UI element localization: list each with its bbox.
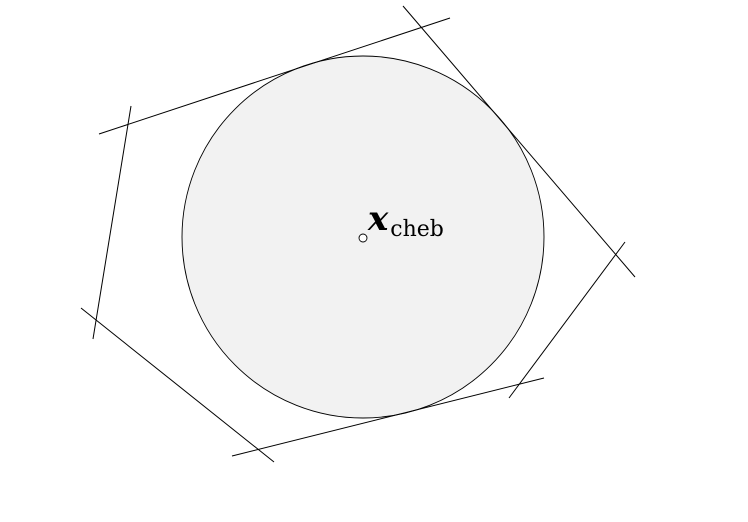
boundary-line-left [92, 105, 132, 340]
boundary-line-bottom [231, 377, 545, 457]
boundary-line-lower-left [80, 307, 275, 463]
label-symbol: x [367, 199, 389, 239]
chebyshev-center-point [358, 233, 368, 243]
boundary-line-upper-right [402, 5, 636, 278]
polyhedron-boundaries [80, 5, 636, 463]
chebyshev-center-label: xcheb [367, 199, 444, 242]
boundary-line-right [508, 241, 626, 399]
label-subscript: cheb [390, 217, 444, 242]
boundary-line-top [98, 17, 451, 135]
